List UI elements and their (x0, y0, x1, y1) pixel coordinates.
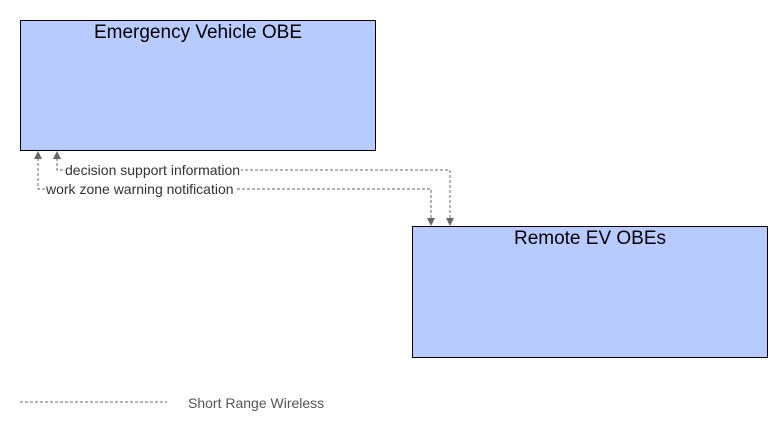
node-label: Remote EV OBEs (513, 228, 667, 249)
flow-label-work-zone-warning-notification: work zone warning notification (45, 181, 235, 197)
arrowhead-down-work-zone-warning-notification (427, 218, 435, 226)
arrowhead-up-work-zone-warning-notification (34, 151, 42, 159)
legend-label-short-range-wireless: Short Range Wireless (188, 395, 325, 411)
node-label: Emergency Vehicle OBE (93, 22, 303, 43)
node-emergency-vehicle-obe: Emergency Vehicle OBE (20, 20, 376, 151)
flow-line-decision-support-information (56, 158, 451, 219)
node-remote-ev-obes: Remote EV OBEs (412, 226, 768, 358)
arrowhead-down-decision-support-information (446, 218, 454, 226)
flow-label-decision-support-information: decision support information (64, 162, 242, 178)
arrowhead-up-decision-support-information (53, 151, 61, 159)
